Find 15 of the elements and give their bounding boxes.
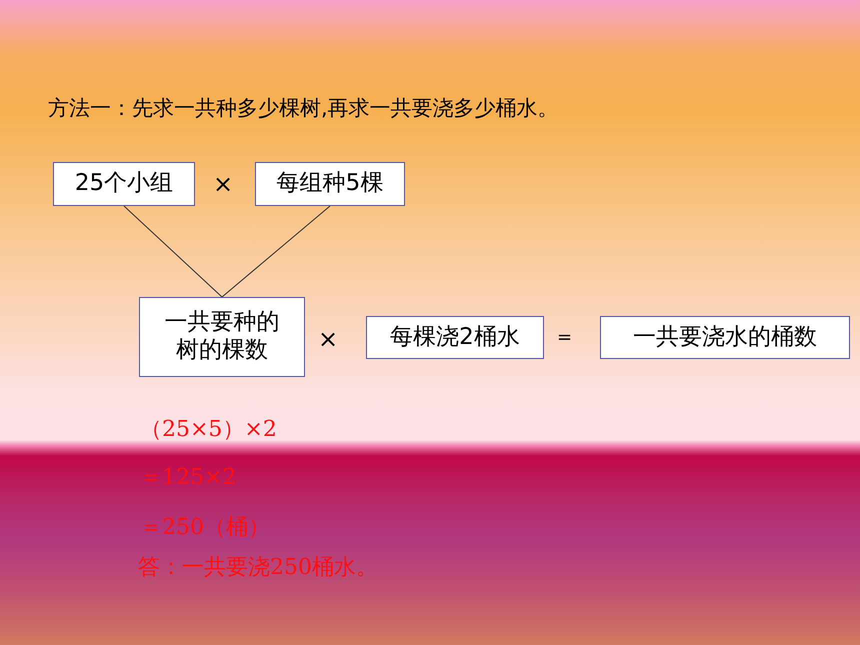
text-box: 每棵浇2桶水 [366,316,544,359]
connector-line [124,206,222,298]
formula-step: （25×5）×2 [140,414,277,444]
answer-text: 答：一共要浇250桶水。 [138,554,378,582]
operator-sign: × [318,325,338,353]
text-box: 25个小组 [53,162,195,206]
operator-sign: = [557,327,572,348]
heading: 方法一：先求一共种多少棵树,再求一共要浇多少桶水。 [48,95,559,122]
text-box: 一共要种的树的棵数 [139,297,305,377]
connector-line [222,206,330,298]
text-box: 一共要浇水的桶数 [600,316,850,359]
text-box: 每组种5棵 [255,162,405,206]
formula-step: ＝250（桶） [140,512,270,542]
operator-sign: × [213,170,234,198]
formula-step: ＝125×2 [140,462,236,492]
